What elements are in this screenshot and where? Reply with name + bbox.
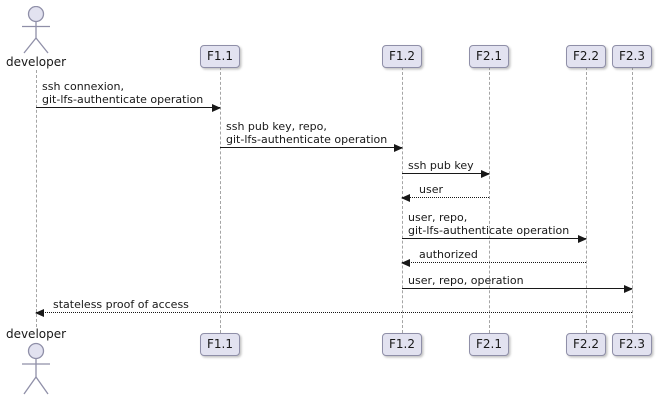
lifeline-f2-1 bbox=[489, 67, 490, 333]
arrowhead-icon bbox=[394, 144, 403, 152]
message-5: user, repo,git-lfs-authenticate operatio… bbox=[402, 211, 587, 243]
message-2: ssh pub key, repo,git-lfs-authenticate o… bbox=[220, 120, 403, 152]
message-8: stateless proof of access bbox=[35, 298, 632, 317]
participant-f1-1-top: F1.1 bbox=[200, 45, 240, 68]
participant-f1-2-bottom: F1.2 bbox=[382, 333, 422, 356]
arrowhead-icon bbox=[401, 259, 410, 267]
arrowhead-icon bbox=[212, 104, 221, 112]
message-4: user bbox=[401, 183, 489, 202]
participant-f1-1-bottom: F1.1 bbox=[200, 333, 240, 356]
lifeline-f1-1 bbox=[220, 67, 221, 333]
participant-f1-2-top: F1.2 bbox=[382, 45, 422, 68]
participant-f2-1-top: F2.1 bbox=[469, 45, 509, 68]
arrowhead-icon bbox=[35, 309, 44, 317]
arrowhead-icon bbox=[481, 170, 490, 178]
message-6: authorized bbox=[401, 248, 586, 267]
message-3: ssh pub key bbox=[402, 159, 490, 178]
participant-f2-2-top: F2.2 bbox=[566, 45, 606, 68]
actor-figure-icon bbox=[22, 6, 50, 54]
actor-label-bottom: developer bbox=[5, 327, 67, 341]
message-7: user, repo, operation bbox=[402, 274, 633, 293]
lifeline-f2-3 bbox=[632, 67, 633, 333]
lifeline-developer bbox=[36, 70, 37, 327]
participant-f2-1-bottom: F2.1 bbox=[469, 333, 509, 356]
actor-label-top: developer bbox=[5, 55, 67, 69]
message-1: ssh connexion,git-lfs-authenticate opera… bbox=[36, 80, 221, 112]
participant-f2-3-top: F2.3 bbox=[612, 45, 652, 68]
actor-figure-icon bbox=[22, 342, 50, 395]
arrowhead-icon bbox=[578, 235, 587, 243]
arrowhead-icon bbox=[624, 285, 633, 293]
participant-f2-3-bottom: F2.3 bbox=[612, 333, 652, 356]
lifeline-f2-2 bbox=[586, 67, 587, 333]
participant-f2-2-bottom: F2.2 bbox=[566, 333, 606, 356]
arrowhead-icon bbox=[401, 194, 410, 202]
